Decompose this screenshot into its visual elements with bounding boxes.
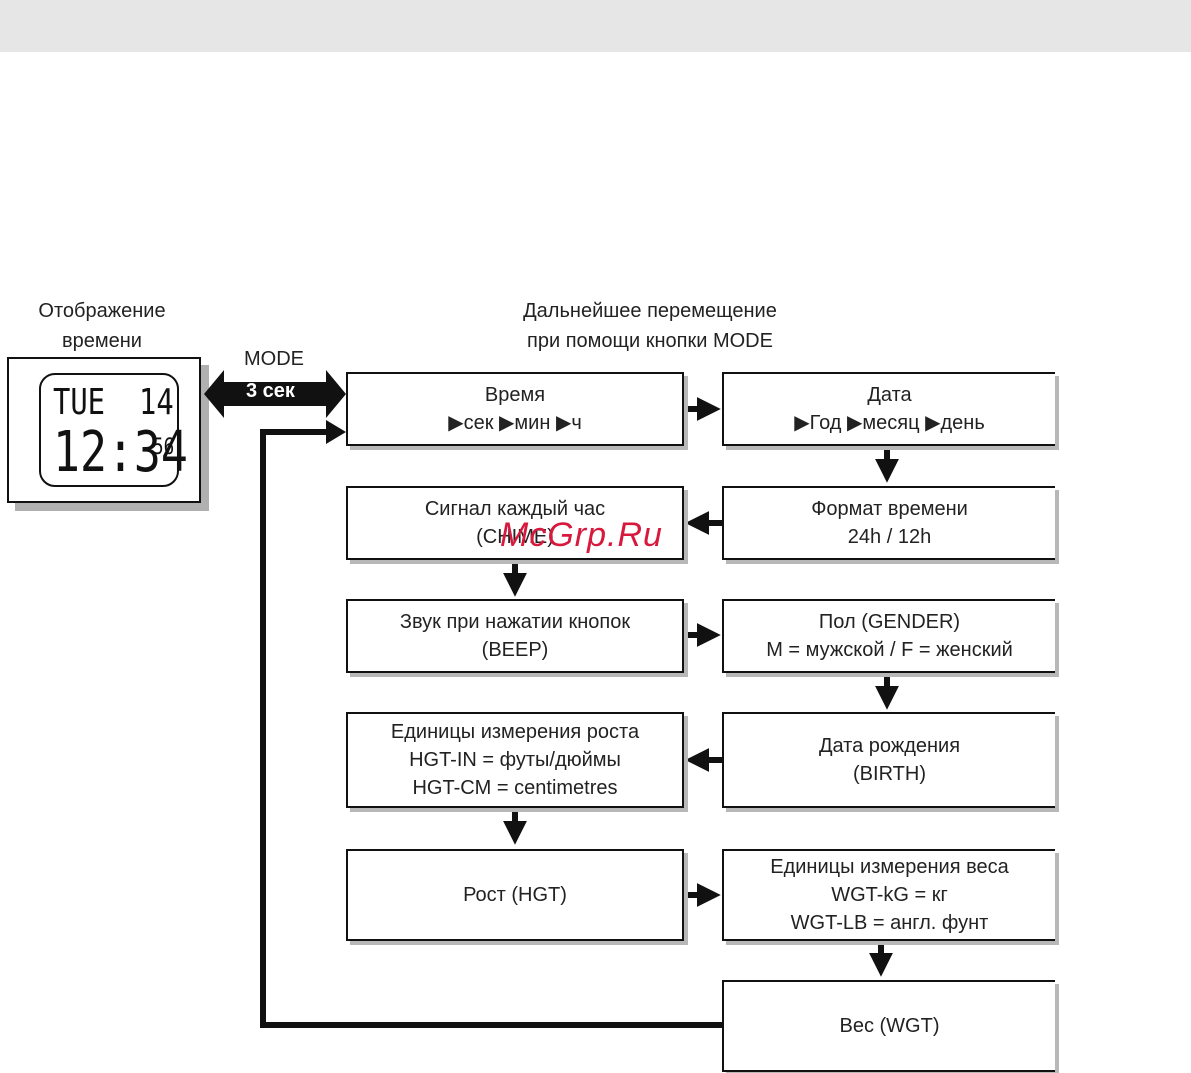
watch-display: TUE 14 12:34 56 [7, 357, 201, 503]
lcd-date: 14 [139, 382, 174, 423]
top-bar [0, 0, 1191, 52]
box-height: Рост (HGT) [346, 849, 684, 941]
box-gender-detail: M = мужской / F = женский [766, 639, 1013, 661]
box-beep: Звук при нажатии кнопок (BEEP) [346, 599, 684, 673]
box-height-units-inches: HGT-IN = футы/дюймы [409, 749, 621, 771]
box-chime-detail: (CHIME) [476, 526, 554, 548]
watermark: McGrp.Ru [500, 516, 663, 554]
mode-double-arrow [204, 370, 346, 418]
watch-caption-line-1: Отображение [38, 300, 166, 322]
box-beep-detail: (BEEP) [481, 639, 549, 661]
hold-duration-label: 3 сек [246, 380, 295, 402]
box-time-format-detail: 24h / 12h [847, 526, 932, 548]
loop-back-arrowhead [326, 420, 346, 444]
box-height-units-title: Единицы измерения роста [390, 721, 640, 743]
box-date-title: Дата [867, 384, 912, 406]
box-weight-title: Вес (WGT) [839, 1015, 940, 1037]
box-weight: Вес (WGT) [722, 980, 1055, 1072]
mode-label: MODE [244, 348, 304, 370]
box-gender-title: Пол (GENDER) [818, 611, 961, 633]
box-chime-title: Сигнал каждый час [424, 498, 606, 520]
box-weight-units-kg: WGT-kG = кг [831, 884, 948, 906]
box-height-units: Единицы измерения роста HGT-IN = футы/дю… [346, 712, 684, 808]
lcd-seconds: 56 [153, 435, 175, 460]
box-date-detail: ▶Год ▶месяц ▶день [794, 412, 985, 434]
box-height-title: Рост (HGT) [463, 884, 567, 906]
flow-caption-line-2: при помощи кнопки MODE [527, 330, 773, 352]
box-time-detail: ▶сек ▶мин ▶ч [448, 412, 582, 434]
lcd-screen: TUE 14 12:34 56 [39, 373, 188, 487]
lcd-day: TUE [53, 382, 106, 423]
box-birth: Дата рождения (BIRTH) [722, 712, 1055, 808]
box-birth-title: Дата рождения [818, 735, 961, 757]
box-beep-title: Звук при нажатии кнопок [399, 611, 631, 633]
loop-back-line [260, 429, 722, 1028]
box-date: Дата ▶Год ▶месяц ▶день [722, 372, 1055, 446]
box-height-units-cm: HGT-CM = centimetres [412, 777, 618, 799]
box-gender: Пол (GENDER) M = мужской / F = женский [722, 599, 1055, 673]
watch-caption: Отображение времени [10, 296, 194, 356]
box-time-title: Время [484, 384, 546, 406]
box-weight-units-title: Единицы измерения веса [770, 856, 1009, 878]
box-chime: Сигнал каждый час (CHIME) [346, 486, 684, 560]
box-weight-units-lb: WGT-LB = англ. фунт [790, 912, 989, 934]
box-weight-units: Единицы измерения веса WGT-kG = кг WGT-L… [722, 849, 1055, 941]
watch-caption-line-2: времени [62, 330, 142, 352]
box-time-format-title: Формат времени [811, 498, 968, 520]
box-birth-detail: (BIRTH) [853, 763, 926, 785]
lcd-time: 12:34 [53, 420, 188, 485]
box-time-format: Формат времени 24h / 12h [722, 486, 1055, 560]
flow-caption-line-1: Дальнейшее перемещение [523, 300, 777, 322]
flow-caption: Дальнейшее перемещение при помощи кнопки… [470, 296, 830, 356]
box-time: Время ▶сек ▶мин ▶ч [346, 372, 684, 446]
